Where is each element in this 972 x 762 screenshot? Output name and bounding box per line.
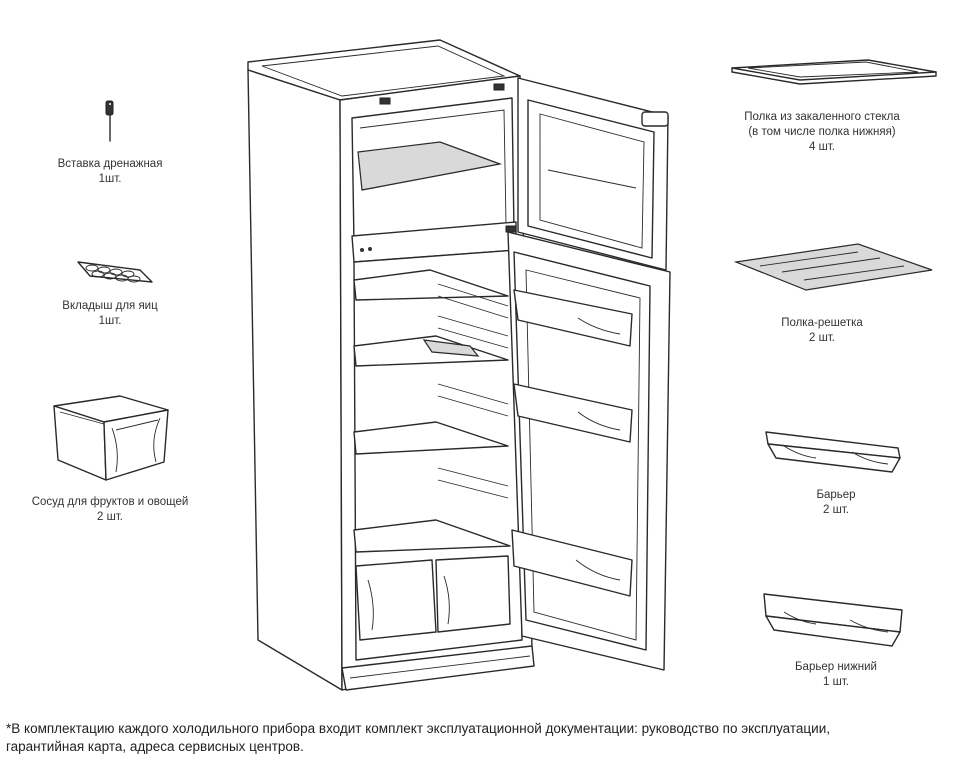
- crisper-name: Сосуд для фруктов и овощей: [31, 496, 189, 508]
- glass-shelf-name: Полка из закаленного стекла: [744, 111, 900, 123]
- barrier-illustration: [765, 431, 901, 473]
- egg-tray-illustration: [77, 261, 153, 283]
- refrigerator-illustration: [247, 39, 535, 691]
- wire-shelf-qty: 2 шт.: [808, 332, 835, 344]
- drain-plug-illustration: [105, 100, 114, 142]
- footnote-line-2: гарантийная карта, адреса сервисных цент…: [6, 739, 304, 754]
- lower-barrier-name: Барьер нижний: [795, 661, 877, 673]
- crisper-label: Сосуд для фруктов и овощей 2 шт.: [10, 495, 210, 525]
- freezer-door-illustration: [517, 77, 669, 271]
- drain-plug-qty: 1шт.: [98, 173, 122, 185]
- barrier-name: Барьер: [816, 489, 856, 501]
- lower-barrier-illustration: [763, 593, 903, 647]
- footnote: *В комплектацию каждого холодильного при…: [6, 720, 966, 756]
- drain-plug-label: Вставка дренажная 1шт.: [20, 157, 200, 187]
- glass-shelf-label: Полка из закаленного стекла (в том числе…: [722, 110, 922, 155]
- wire-shelf-illustration: [733, 243, 933, 291]
- lower-barrier-qty: 1 шт.: [822, 676, 849, 688]
- wire-shelf-name: Полка-решетка: [781, 317, 863, 329]
- egg-tray-qty: 1шт.: [98, 315, 122, 327]
- glass-shelf-qty: 4 шт.: [808, 141, 835, 153]
- drain-plug-name: Вставка дренажная: [57, 158, 163, 170]
- barrier-label: Барьер 2 шт.: [756, 488, 916, 518]
- barrier-qty: 2 шт.: [822, 504, 849, 516]
- egg-tray-name: Вкладыш для яиц: [62, 300, 158, 312]
- crisper-qty: 2 шт.: [96, 511, 123, 523]
- glass-shelf-note: (в том числе полка нижняя): [748, 126, 896, 138]
- glass-shelf-illustration: [731, 59, 937, 85]
- lower-barrier-label: Барьер нижний 1 шт.: [756, 660, 916, 690]
- crisper-illustration: [53, 395, 169, 481]
- egg-tray-label: Вкладыш для яиц 1шт.: [20, 299, 200, 329]
- wire-shelf-label: Полка-решетка 2 шт.: [742, 316, 902, 346]
- footnote-line-1: *В комплектацию каждого холодильного при…: [6, 721, 831, 736]
- fridge-door-illustration: [507, 231, 671, 671]
